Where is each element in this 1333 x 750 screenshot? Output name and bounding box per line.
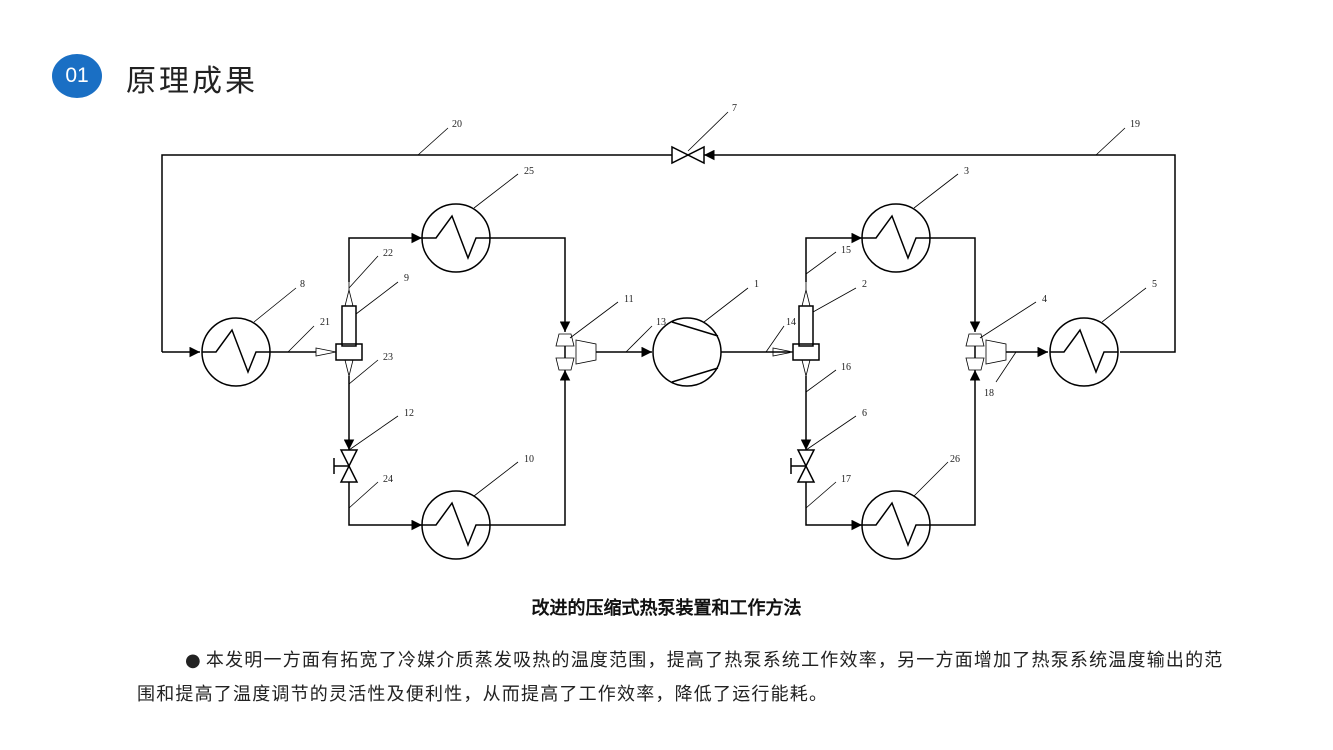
pipe-15 [805,232,862,282]
label-1: 1 [754,279,759,290]
pipe-26-out [930,370,981,526]
heat-exchanger-8 [201,317,271,387]
label-9: 9 [404,273,409,284]
label-18: 18 [984,388,994,399]
label-7: 7 [732,103,737,114]
pipe-24 [348,482,422,531]
ejector-2 [772,282,820,377]
label-8: 8 [300,279,305,290]
heat-exchanger-3 [861,203,931,273]
label-14: 14 [786,317,796,328]
label-4: 4 [1042,294,1047,305]
label-24: 24 [383,474,393,485]
label-15: 15 [841,245,851,256]
compressor-1 [652,317,722,387]
label-12: 12 [404,408,414,419]
label-13: 13 [656,317,666,328]
pipe-19-top-loop [704,149,1176,353]
heat-pump-schematic: 20 7 19 25 3 8 21 22 9 23 12 24 10 11 13… [161,103,1176,560]
label-5: 5 [1152,279,1157,290]
section-title: 原理成果 [126,64,258,99]
label-10: 10 [524,454,534,465]
label-20: 20 [452,119,462,130]
label-23: 23 [383,352,393,363]
label-25: 25 [524,166,534,177]
label-11: 11 [624,294,634,305]
diagram-caption: 改进的压缩式热泵装置和工作方法 [531,598,802,619]
ejector-9 [315,282,363,377]
section-number-badge: 01 [52,54,102,98]
heat-exchanger-5 [1049,317,1119,387]
bullet-icon: ● [185,650,202,671]
pipe-17 [805,482,862,531]
label-2: 2 [862,279,867,290]
label-3: 3 [964,166,969,177]
label-17: 17 [841,474,851,485]
description-paragraph: ●本发明一方面有拓宽了冷媒介质蒸发吸热的温度范围，提高了热泵系统工作效率，另一方… [137,644,1227,712]
expansion-valve-7 [671,145,705,165]
throttle-valve-6 [790,449,816,483]
heat-exchanger-10 [421,490,491,560]
heat-exchanger-26 [861,490,931,560]
pipe-3-out [930,237,981,332]
pipe-20-top-loop [161,154,672,358]
mixer-4 [965,333,1007,371]
pipe-10-out [490,370,571,526]
label-26: 26 [950,454,960,465]
label-19: 19 [1130,119,1140,130]
label-21: 21 [320,317,330,328]
heat-exchanger-25 [421,203,491,273]
description-text: 本发明一方面有拓宽了冷媒介质蒸发吸热的温度范围，提高了热泵系统工作效率，另一方面… [137,650,1224,705]
pipe-25-out [490,237,571,332]
label-22: 22 [383,248,393,259]
throttle-valve-12 [333,449,359,483]
mixer-11 [555,333,597,371]
label-6: 6 [862,408,867,419]
leader-lines [253,111,1147,509]
label-16: 16 [841,362,851,373]
pipe-22 [348,232,422,282]
